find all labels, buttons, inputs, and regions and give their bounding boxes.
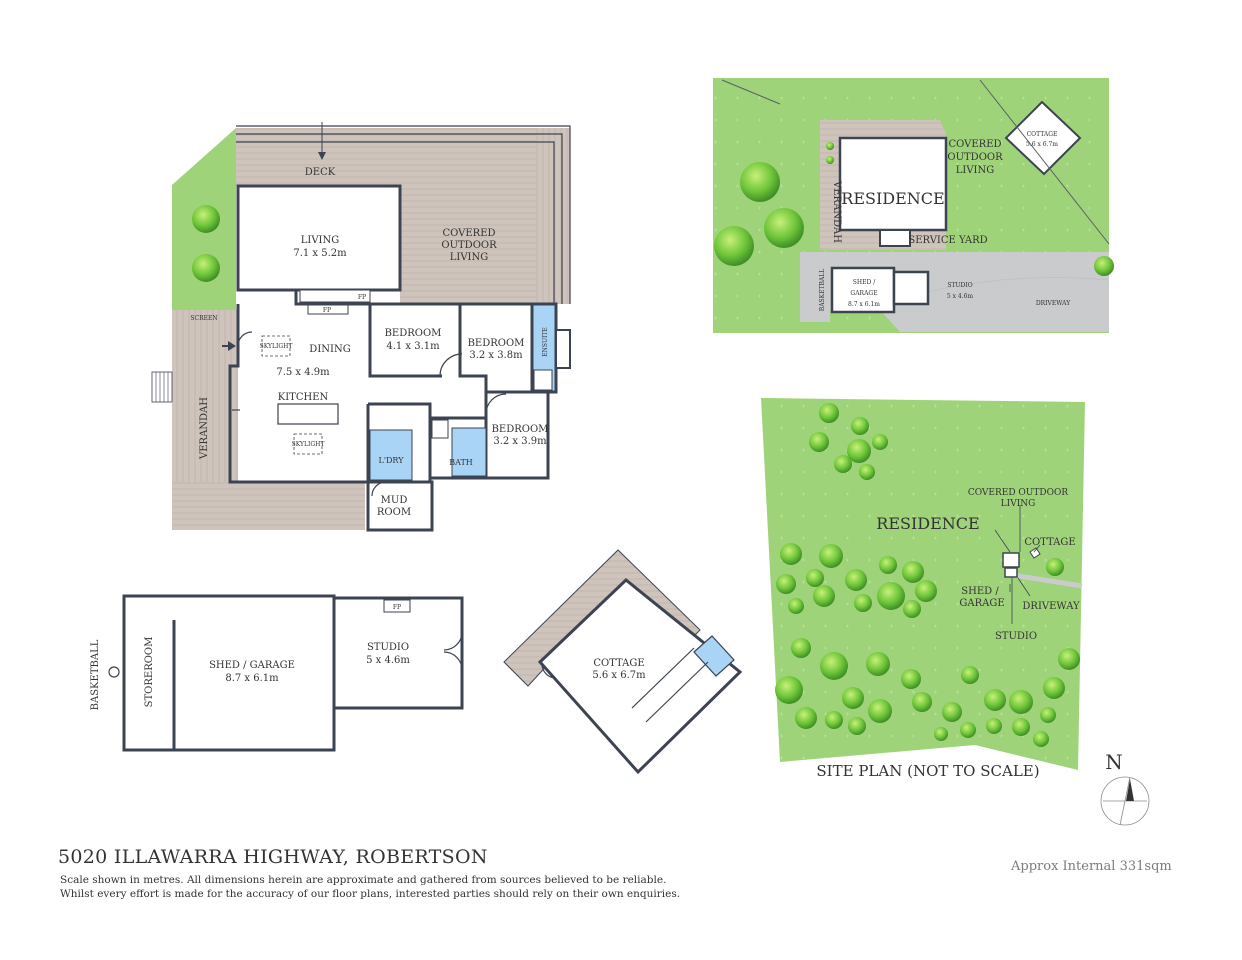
covered-outdoor-area (400, 186, 536, 304)
skylight-label: SKYLIGHT (260, 343, 293, 350)
main-house-plan (151, 122, 571, 532)
studio-label: STUDIO (367, 642, 409, 653)
aerial-shed-2: GARAGE (850, 290, 877, 297)
kitchen-island (277, 403, 339, 425)
site-covered-1: COVERED OUTDOOR (968, 488, 1069, 498)
bedroom1-label: BEDROOM (385, 328, 442, 339)
screen-label: SCREEN (190, 315, 217, 322)
shed-dim: 8.7 x 6.1m (225, 673, 279, 684)
aerial-driveway: DRIVEWAY (1036, 300, 1071, 307)
laundry-label: L'DRY (379, 456, 405, 465)
aerial-shed-1: SHED / (853, 279, 876, 286)
storeroom-label: STOREROOM (144, 637, 155, 708)
shed-label: SHED / GARAGE (209, 660, 295, 671)
mudroom-label-2: ROOM (377, 507, 411, 518)
site-cottage-label: COTTAGE (1024, 537, 1075, 548)
site-plan (761, 398, 1085, 770)
fp-label-2: FP (323, 307, 331, 314)
site-shed-1: SHED / (961, 586, 999, 597)
aerial-shed-dim: 8.7 x 6.1m (848, 301, 880, 308)
skylight-label-2: SKYLIGHT (292, 441, 325, 448)
site-covered-2: LIVING (1001, 499, 1036, 509)
garage-studio-plan (108, 594, 464, 752)
site-studio: STUDIO (995, 631, 1037, 642)
covered-label-1: COVERED (442, 228, 495, 239)
site-residence-label: RESIDENCE (876, 514, 979, 533)
aerial-covered-2: OUTDOOR (947, 152, 1003, 163)
verandah-south (172, 482, 365, 530)
deck-label: DECK (305, 167, 336, 178)
studio-fp: FP (393, 604, 401, 611)
bath-label: BATH (449, 458, 473, 467)
aerial-verandah-label: VERANDAH (831, 180, 842, 243)
shrub (192, 205, 220, 233)
bedroom2-label: BEDROOM (468, 338, 525, 349)
internal-area: Approx Internal 331sqm (1011, 859, 1172, 874)
cottage-dim: 5.6 x 6.7m (592, 670, 646, 681)
verandah-label: VERANDAH (199, 397, 210, 460)
aerial-studio-dim: 5 x 4.6m (947, 293, 974, 300)
disclaimer-line-2: Whilst every effort is made for the accu… (60, 888, 681, 900)
aerial-studio: STUDIO (947, 282, 972, 289)
covered-label-3: LIVING (450, 252, 489, 263)
aerial-basketball: BASKETBALL (819, 269, 826, 311)
covered-label-2: OUTDOOR (441, 240, 497, 251)
cottage-label: COTTAGE (593, 658, 644, 669)
aerial-residence-label: RESIDENCE (841, 189, 944, 208)
aerial-plan (713, 78, 1114, 333)
basketball-hoop (108, 666, 120, 678)
shrub (192, 254, 220, 282)
deck-side (536, 128, 570, 304)
fp-label: FP (358, 294, 366, 301)
bedroom2-dim: 3.2 x 3.8m (469, 350, 523, 361)
site-driveway: DRIVEWAY (1022, 601, 1080, 612)
site-shed-2: GARAGE (959, 598, 1004, 609)
north-label: N (1105, 750, 1123, 774)
bath-room (451, 427, 487, 477)
deck-area (236, 128, 570, 186)
property-title: 5020 ILLAWARRA HIGHWAY, ROBERTSON (58, 846, 488, 868)
skylight (293, 433, 323, 455)
steps (151, 371, 173, 403)
aerial-cottage-dim: 5.6 x 6.7m (1026, 141, 1058, 148)
ensuite-label: ENSUITE (542, 327, 549, 357)
bedroom1-dim: 4.1 x 3.1m (386, 341, 440, 352)
dining-dim: 7.5 x 4.9m (276, 367, 330, 378)
basketball-label: BASKETBALL (90, 639, 101, 710)
living-label: LIVING (301, 235, 340, 246)
disclaimer-line-1: Scale shown in metres. All dimensions he… (60, 874, 667, 886)
aerial-covered-1: COVERED (948, 139, 1001, 150)
studio-dim: 5 x 4.6m (366, 655, 410, 666)
kitchen-label: KITCHEN (278, 392, 329, 403)
bedroom3-label: BEDROOM (492, 424, 549, 435)
skylight (261, 335, 291, 357)
cottage-plan (503, 549, 743, 775)
mudroom-label-1: MUD (381, 495, 408, 506)
aerial-service-yard: SERVICE YARD (908, 235, 987, 246)
site-plan-title: SITE PLAN (NOT TO SCALE) (816, 762, 1039, 780)
laundry-room (369, 429, 413, 481)
dining-label: DINING (309, 344, 350, 355)
aerial-cottage-label: COTTAGE (1027, 131, 1058, 138)
bedroom3-dim: 3.2 x 3.9m (493, 436, 547, 447)
site-trees (775, 403, 1080, 747)
aerial-covered-3: LIVING (956, 165, 995, 176)
north-arrow (1100, 776, 1150, 826)
living-dim: 7.1 x 5.2m (293, 248, 347, 259)
